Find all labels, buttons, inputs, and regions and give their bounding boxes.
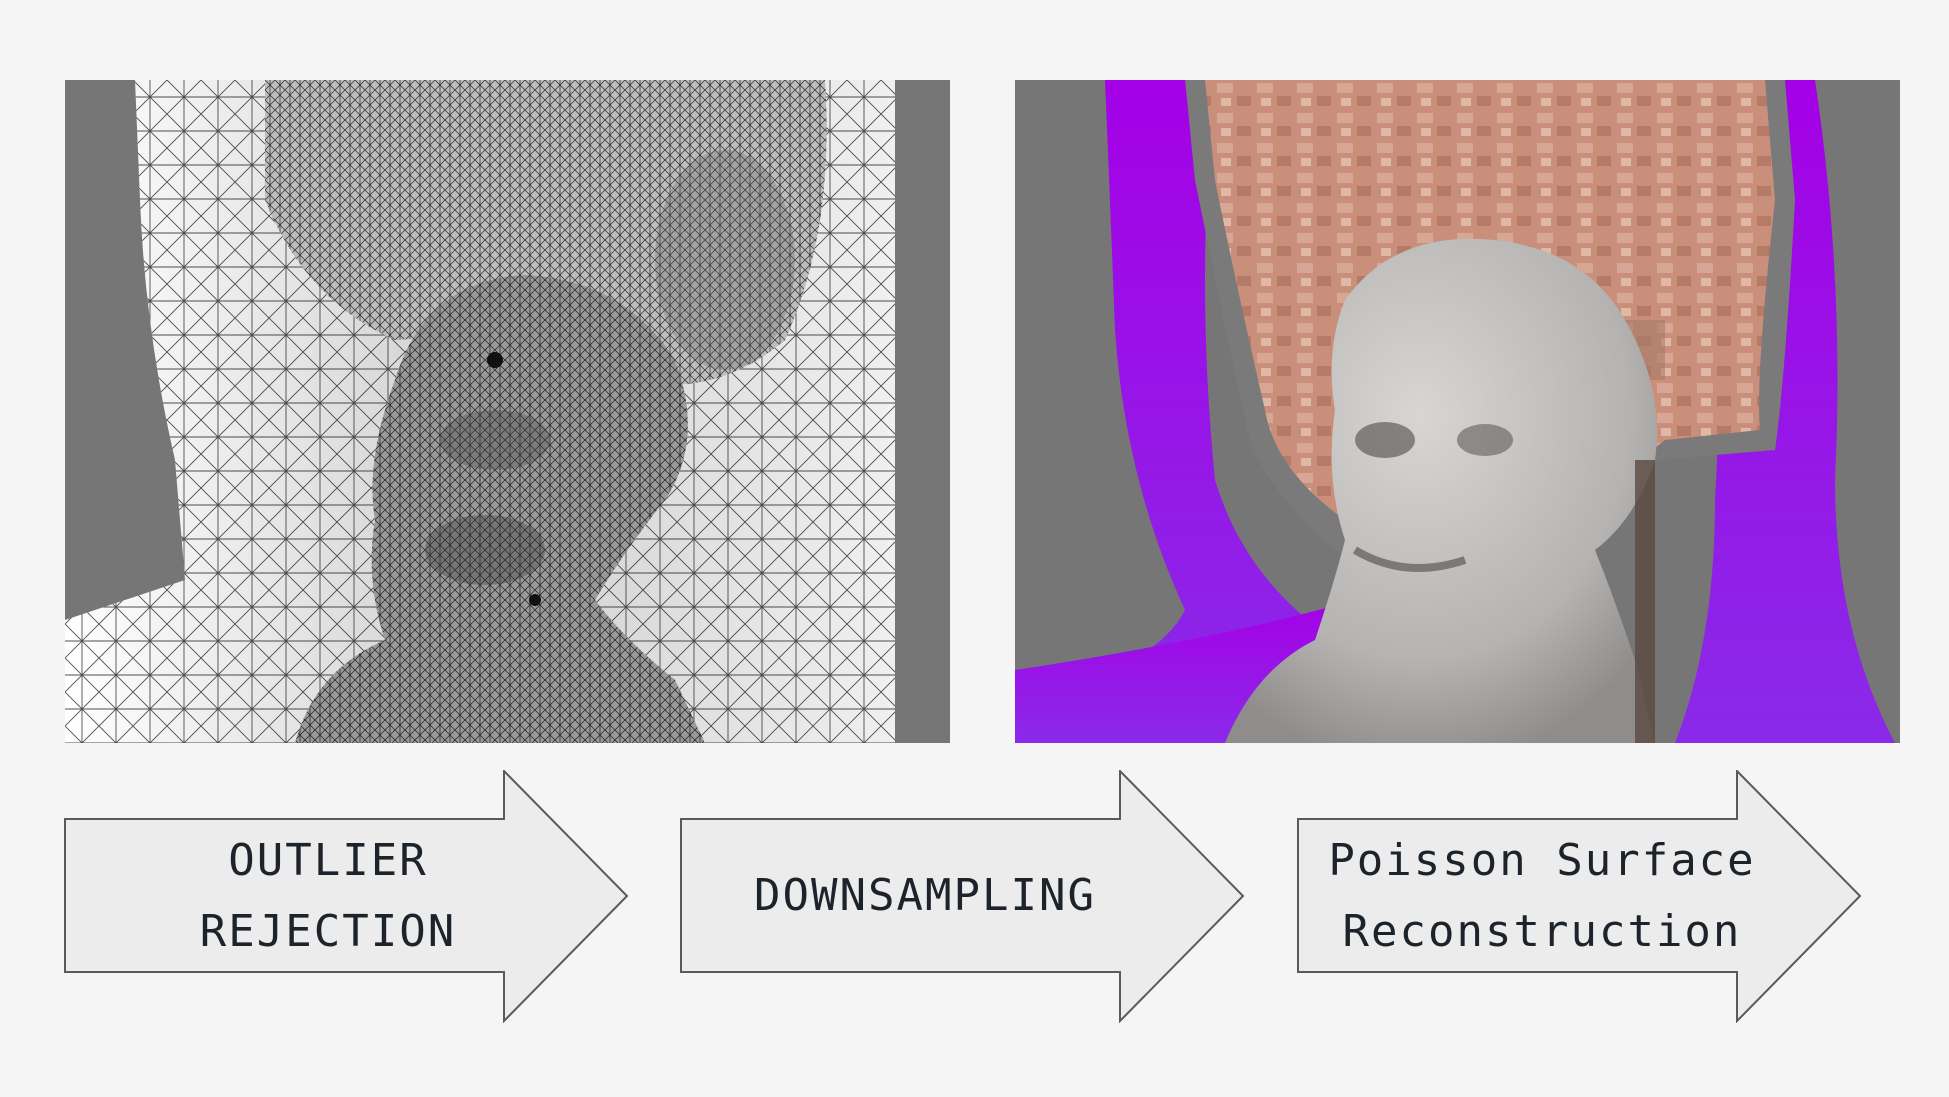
step-outlier-rejection-arrow: OUTLIER REJECTION (64, 770, 629, 1023)
step-label: DOWNSAMPLING (754, 870, 1096, 922)
right-arrow-icon (64, 770, 629, 1023)
mesh-bust-icon (65, 80, 950, 743)
reconstruction-image (1015, 80, 1900, 743)
step-label: Poisson Surface Reconstruction (1328, 835, 1756, 957)
right-arrow-icon (1297, 770, 1862, 1023)
textured-bust-icon (1015, 80, 1900, 743)
right-arrow-icon (680, 770, 1245, 1023)
step-poisson-reconstruction-arrow: Poisson Surface Reconstruction (1297, 770, 1862, 1023)
step-label: OUTLIER REJECTION (199, 835, 457, 957)
wireframe-mesh-image (65, 80, 950, 743)
step-downsampling-arrow: DOWNSAMPLING (680, 770, 1245, 1023)
